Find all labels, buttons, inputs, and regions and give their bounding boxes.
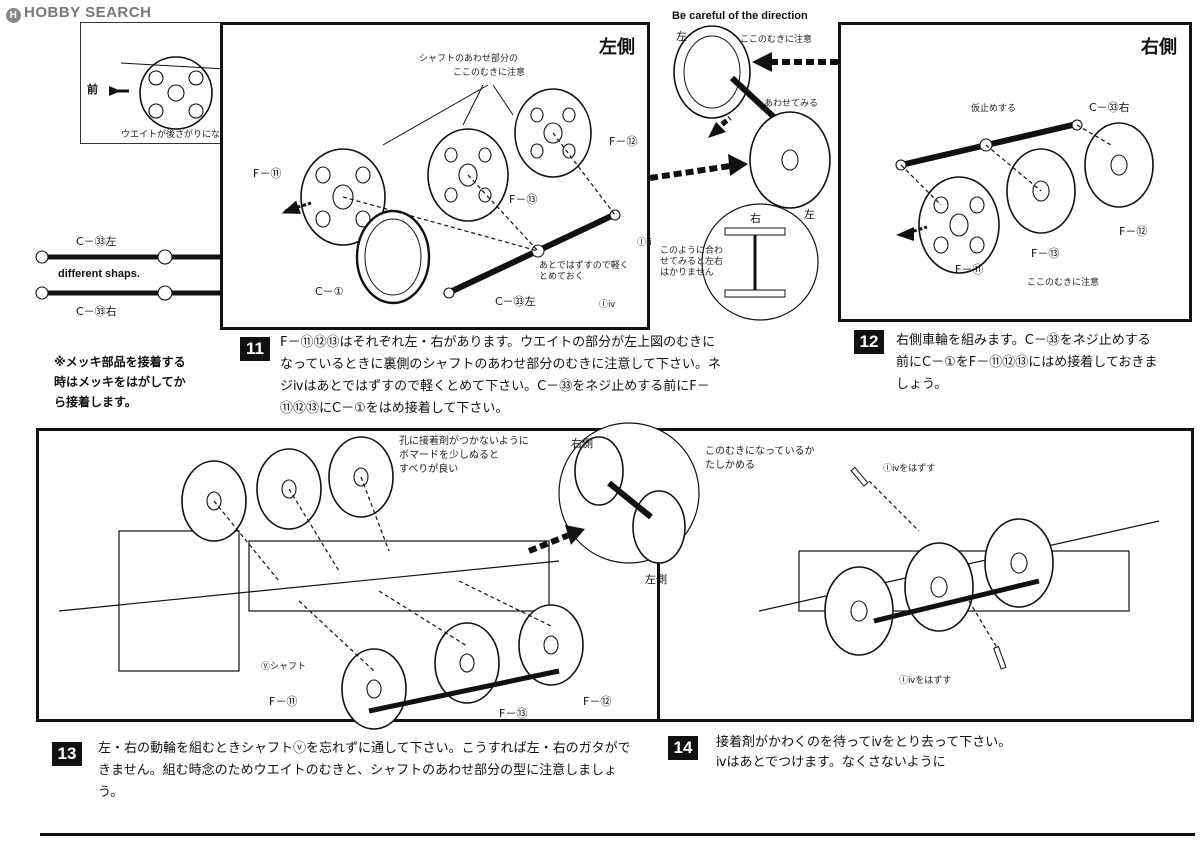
- direction-match: あわせてみる: [764, 99, 819, 109]
- c33-left-label: C－㉝左: [76, 235, 117, 248]
- direction-note: ここのむきに注意: [740, 35, 813, 45]
- step-11-instruction: F－⑪⑫⑬はそれぞれ左・右があります。ウエイトの部分が左上図のむきになっていると…: [280, 335, 721, 416]
- direction-right-top: 右: [750, 212, 761, 225]
- p11-c33l-label: C－㉝左: [495, 295, 536, 308]
- p12-note: ここのむきに注意: [1027, 278, 1100, 288]
- p12-temp-label: 仮止めする: [971, 104, 1017, 114]
- p11-f13-label: F－⑬: [509, 193, 538, 206]
- panel-12-drawing: [895, 119, 1154, 274]
- shaft-note-2: ここのむきに注意: [453, 68, 526, 78]
- p13-left-side: 左側: [645, 573, 667, 586]
- p12-f12-label: F－⑫: [1119, 225, 1148, 238]
- p13-f12-label: F－⑫: [583, 695, 612, 708]
- panel-12-right-side: 右側 仮止めする C－㉝右 F－⑪ F－⑬ F－⑫ ここのむきに注意: [838, 22, 1192, 322]
- panel-13-drawing: [58, 422, 700, 730]
- p11-screw-iv: Ⓘⅳ: [599, 300, 616, 310]
- step-12-instruction: 右側車輪を組みます。C－㉝をネジ止めする前にC－①をF－⑪⑫⑬にはめ接着しておき…: [896, 333, 1158, 392]
- weight-note: ウエイトが後さがりになるようにつけること: [121, 130, 302, 140]
- p13-grease-note: 孔に接着剤がつかないように ボマードを少しぬると すべりが良い: [399, 436, 529, 475]
- p13-right-side: 右側: [571, 437, 593, 450]
- panel-divider: [657, 431, 660, 719]
- shaft-note-1: シャフトのあわせ部分の: [419, 54, 519, 64]
- p14-remove-top: Ⓘⅳをはずす: [883, 464, 936, 474]
- step-13-badge: 13: [52, 742, 82, 766]
- panel-11-drawing: [281, 84, 621, 305]
- p13-f13-label: F－⑬: [499, 707, 528, 720]
- p11-f11-label: F－⑪: [253, 167, 282, 180]
- bottom-rule: [40, 833, 1195, 836]
- p14-remove-bottom: Ⓘⅳをはずす: [899, 676, 952, 686]
- panel-13-14-frame: 孔に接着剤がつかないように ボマードを少しぬると すべりが良い 右側 このむきに…: [36, 422, 1194, 730]
- front-label: 前: [87, 83, 98, 96]
- direction-inset-note: このように合わせてみると左右はかりません: [660, 246, 724, 278]
- p11-screw-note: あとではずすので軽くとめておく: [539, 261, 629, 282]
- p13-check-note: このむきになっているか たしかめる: [705, 446, 815, 471]
- p12-f13-label: F－⑬: [1031, 247, 1060, 260]
- panel-11-left-side: 左側 シャフトのあわせ部分の ここのむきに注意 F－⑪ F－⑫ F－⑬ C－① …: [220, 22, 652, 330]
- direction-title: Be careful of the direction: [672, 10, 808, 22]
- p13-shaft: Ⓥシャフト: [261, 662, 307, 672]
- plating-note: ※メッキ部品を接着する 時はメッキをはがしてか ら接着します。: [54, 355, 186, 409]
- different-shapes-label: different shaps.: [58, 268, 140, 280]
- p11-c1-label: C－①: [315, 285, 344, 298]
- step-14-instruction-2: ⅳはあとでつけます。なくさないように: [716, 755, 946, 770]
- panel-12-title: 右側: [1141, 37, 1177, 58]
- panel-11-title: 左側: [599, 37, 635, 58]
- direction-left-label: 左: [676, 30, 687, 43]
- p13-f11-label: F－⑪: [269, 695, 298, 708]
- p11-screw-iii: Ⓘⅲ: [637, 238, 652, 248]
- direction-left-bottom: 左: [804, 208, 815, 221]
- step-11-badge: 11: [240, 337, 270, 361]
- p12-c33r-label: C－㉝右: [1089, 101, 1130, 114]
- step-14-badge: 14: [668, 736, 698, 760]
- logo-mark-icon: H: [6, 8, 21, 23]
- p11-f12-label: F－⑫: [609, 135, 638, 148]
- panel-14-drawing: [758, 466, 1160, 670]
- step-13-instruction: 左・右の動輪を組むときシャフトⓥを忘れずに通して下さい。こうすれば左・右のガタが…: [98, 741, 631, 800]
- step-14-instruction-1: 接着剤がかわくのを待ってⅳをとり去って下さい。: [716, 735, 1012, 750]
- c33-right-label: C－㉝右: [76, 305, 117, 318]
- p12-f11-label: F－⑪: [955, 263, 984, 276]
- step-12-badge: 12: [854, 330, 884, 354]
